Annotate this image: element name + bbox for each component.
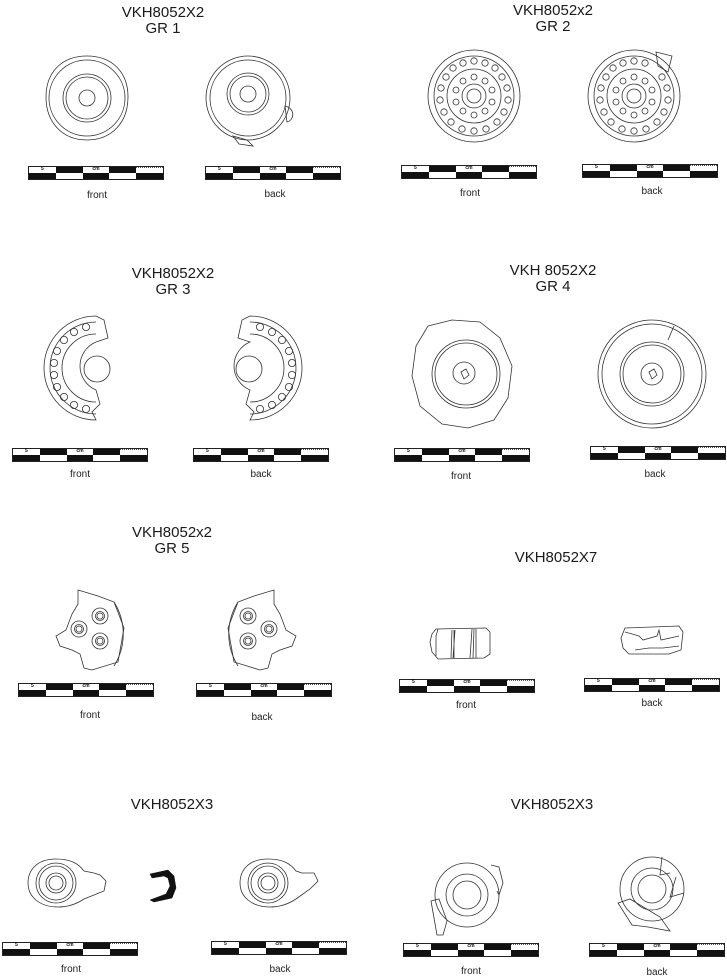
caption-gr3-front: front	[69, 469, 90, 480]
ring-bead-gr4-front-drawing	[411, 319, 513, 429]
ring-bead-gr1-back-drawing	[205, 55, 294, 147]
panel-title-x3-left: VKH8052X3	[130, 796, 214, 813]
bead-x3-right-front-drawing	[430, 862, 504, 936]
caption-gr4-back: back	[644, 469, 666, 480]
ring-bead-gr4-back-drawing	[597, 319, 707, 429]
caption-x3-left-back: back	[269, 964, 291, 975]
bead-x3-left-back-drawing	[239, 858, 319, 908]
panel-title-x7: VKH8052X7	[514, 549, 598, 566]
ring-bead-gr3-back-drawing	[233, 315, 303, 421]
panel-title-gr3: VKH8052X2 GR 3	[131, 265, 215, 298]
cylinder-bead-x7-back-drawing	[620, 625, 684, 655]
bead-x3-profile-section-drawing	[149, 869, 177, 903]
ring-bead-gr3-front-drawing	[43, 315, 111, 421]
caption-gr4-front: front	[450, 471, 471, 482]
caption-gr1-front: front	[86, 190, 107, 201]
caption-gr2-back: back	[641, 186, 663, 197]
caption-x3-left-front: front	[60, 964, 81, 975]
panel-title-gr5: VKH8052x2 GR 5	[131, 524, 213, 557]
caption-x3-right-front: front	[460, 966, 481, 977]
caption-gr1-back: back	[264, 189, 286, 200]
cylinder-bead-x7-front-drawing	[429, 627, 491, 660]
caption-x3-right-back: back	[646, 967, 668, 978]
bead-x3-right-back-drawing	[617, 856, 685, 932]
caption-gr3-back: back	[250, 469, 272, 480]
ring-bead-gr2-back-drawing	[587, 49, 681, 143]
fragment-gr5-front-drawing	[55, 589, 125, 671]
ring-bead-gr2-front-drawing	[427, 49, 521, 143]
caption-gr2-front: front	[459, 188, 480, 199]
caption-gr5-back: back	[251, 712, 273, 723]
panel-title-gr2: VKH8052x2 GR 2	[512, 2, 594, 35]
panel-title-x3-right: VKH8052X3	[510, 796, 594, 813]
caption-x7-back: back	[641, 698, 663, 709]
bead-x3-left-front-drawing	[27, 858, 107, 908]
ring-bead-gr1-front-drawing	[45, 55, 129, 141]
fragment-gr5-back-drawing	[227, 589, 297, 671]
panel-title-gr4: VKH 8052X2 GR 4	[509, 262, 597, 295]
caption-x7-front: front	[455, 700, 476, 711]
panel-title-gr1: VKH8052X2 GR 1	[121, 4, 205, 37]
caption-gr5-front: front	[79, 710, 100, 721]
